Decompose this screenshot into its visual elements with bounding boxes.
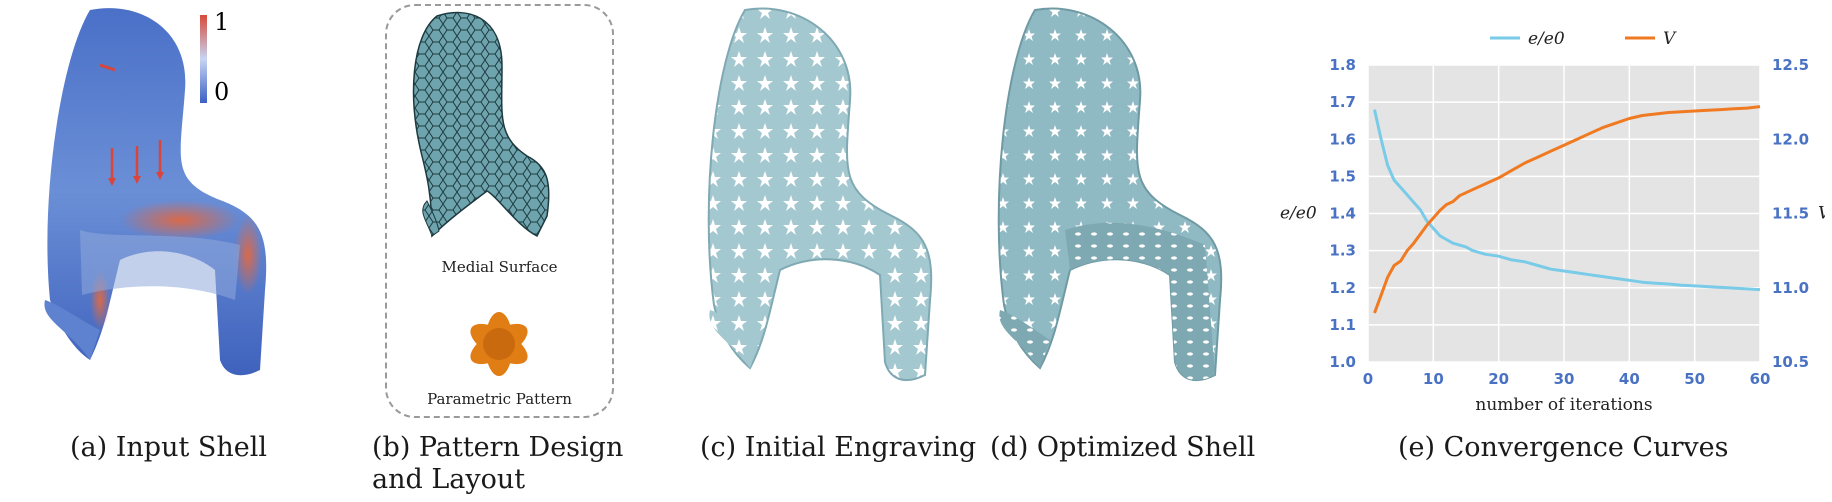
y-right-axis-label: V [1818, 204, 1825, 224]
y-left-axis-label: e/e0 [1280, 204, 1317, 224]
caption-b-line1: (b) Pattern Design [372, 432, 624, 463]
optimized-shell-render [997, 7, 1223, 382]
y-left-tick-label: 1.8 [1329, 56, 1356, 74]
series-line-e-ratio [1373, 109, 1761, 292]
input-shell-render: 1 0 [44, 8, 267, 376]
x-tick-label: 0 [1363, 370, 1373, 388]
colorbar-max-label: 1 [214, 8, 229, 36]
y-right-tick-label: 12.5 [1772, 56, 1809, 74]
panel-c-initial-engraving [700, 0, 970, 420]
x-tick-label: 20 [1488, 370, 1509, 388]
panel-d-optimized-shell [990, 0, 1260, 420]
caption-d: (d) Optimized Shell [990, 432, 1256, 463]
series-line-volume [1373, 105, 1761, 314]
x-tick-label: 60 [1750, 370, 1771, 388]
x-tick-label: 40 [1619, 370, 1640, 388]
parametric-pattern-label: Parametric Pattern [427, 390, 572, 408]
legend-label: V [1663, 29, 1677, 49]
y-left-tick-label: 1.5 [1329, 167, 1356, 185]
caption-b-line2: and Layout [372, 464, 526, 495]
caption-a: (a) Input Shell [70, 432, 268, 463]
convergence-chart: 1.0 1.1 1.2 1.3 1.4 1.5 1.6 1.7 1.8 10.5 11.0 11.5 1… [1280, 29, 1832, 415]
y-left-tick-label: 1.6 [1329, 130, 1356, 148]
colorbar-min-label: 0 [214, 78, 229, 106]
initial-engraving-render [707, 7, 933, 382]
y-left-tick-label: 1.1 [1329, 316, 1356, 334]
colorbar [200, 15, 207, 103]
panel-a-input-shell: 1 0 [20, 0, 290, 420]
y-left-tick-label: 1.2 [1329, 279, 1356, 297]
x-axis-label: number of iterations [1475, 395, 1652, 415]
x-tick-label: 50 [1684, 370, 1705, 388]
legend-label: e/e0 [1528, 29, 1565, 49]
y-left-tick-label: 1.0 [1329, 353, 1356, 371]
medial-surface-render [412, 11, 550, 376]
caption-e: (e) Convergence Curves [1398, 432, 1729, 463]
y-left-tick-label: 1.7 [1329, 93, 1356, 111]
y-right-tick-label: 11.5 [1772, 205, 1809, 223]
y-right-tick-label: 11.0 [1772, 279, 1809, 297]
medial-surface-label: Medial Surface [441, 258, 558, 276]
y-right-tick-label: 12.0 [1772, 130, 1809, 148]
parametric-pattern-flower-icon [470, 312, 528, 376]
y-left-tick-label: 1.4 [1329, 205, 1356, 223]
x-tick-label: 10 [1423, 370, 1444, 388]
y-left-tick-label: 1.3 [1329, 242, 1356, 260]
x-tick-label: 30 [1554, 370, 1575, 388]
panel-b-pattern-design: Medial Surface Parametric Pattern [385, 4, 614, 418]
y-right-tick-label: 10.5 [1772, 353, 1809, 371]
caption-c: (c) Initial Engraving [700, 432, 977, 463]
panel-e-convergence-chart: 1.0 1.1 1.2 1.3 1.4 1.5 1.6 1.7 1.8 10.5 11.0 11.5 1… [1280, 20, 1832, 420]
